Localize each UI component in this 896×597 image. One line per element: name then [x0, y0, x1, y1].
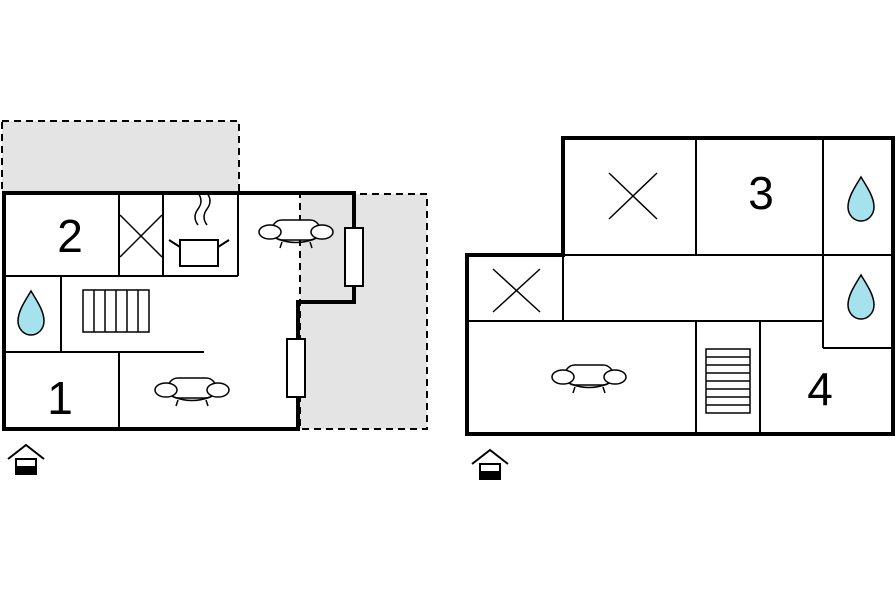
cross-icon [119, 214, 163, 258]
entrance-icon [471, 449, 509, 480]
stairs-icon [705, 348, 751, 414]
water-drop-icon [847, 274, 875, 320]
ground-outer-wall [2, 191, 356, 431]
kitchen-pot-icon [168, 192, 230, 267]
cross-icon [492, 268, 541, 313]
room-number: 3 [748, 167, 774, 219]
sofa-icon [154, 377, 230, 407]
water-drop-icon [17, 290, 45, 336]
entrance-icon [7, 444, 45, 475]
room-number: 2 [57, 210, 83, 262]
stairs-icon [82, 289, 150, 333]
window-icon [286, 338, 306, 398]
room-number: 4 [807, 363, 833, 415]
cross-icon [608, 172, 658, 220]
sofa-icon [551, 364, 627, 394]
room-number: 1 [47, 372, 73, 424]
ground-floor-plan: 2 1 [1, 120, 428, 475]
water-drop-icon [847, 176, 875, 222]
terrace-top [1, 120, 240, 195]
window-icon [344, 227, 364, 287]
upper-floor-plan: 3 4 [465, 136, 895, 480]
